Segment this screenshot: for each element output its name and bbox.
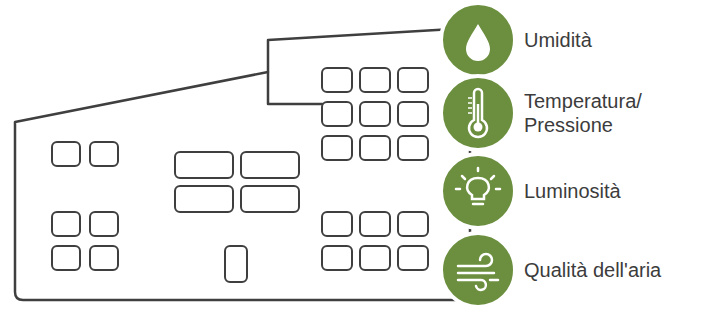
- sensor-label: Qualità dell'aria: [524, 258, 661, 282]
- sensor-label: Temperatura/ Pressione: [524, 89, 664, 137]
- windows: [52, 68, 428, 282]
- droplet-icon: [466, 24, 490, 61]
- sensor-label: Umidità: [524, 28, 592, 52]
- thermometer-icon: [468, 89, 487, 137]
- building-outline: [15, 28, 470, 300]
- wind-icon: [458, 254, 498, 290]
- sensor-label: Luminosità: [524, 179, 621, 203]
- lightbulb-icon: [456, 168, 500, 204]
- sensor-circles: [441, 3, 515, 307]
